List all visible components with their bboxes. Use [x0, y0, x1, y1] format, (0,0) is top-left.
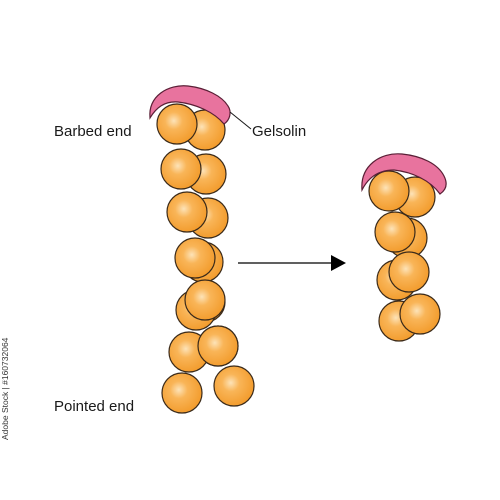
gelsolin-cap-short — [361, 153, 447, 195]
actin-subunit — [184, 279, 226, 321]
actin-subunit — [213, 365, 255, 407]
gelsolin-leader-line — [229, 111, 252, 130]
pointed-end-label: Pointed end — [54, 398, 135, 415]
actin-subunit — [197, 325, 239, 367]
actin-subunit — [161, 372, 203, 414]
actin-subunit — [174, 237, 216, 279]
barbed-end-label: Barbed end — [54, 123, 132, 140]
stock-id-text: Adobe Stock | #160732064 — [0, 337, 10, 440]
actin-subunit — [374, 211, 416, 253]
actin-subunit — [160, 148, 202, 190]
actin-subunit — [399, 293, 441, 335]
short-actin-filament — [368, 170, 441, 342]
actin-subunit — [156, 103, 198, 145]
gelsolin-label: Gelsolin — [252, 123, 307, 140]
actin-subunit — [166, 191, 208, 233]
actin-subunit — [368, 170, 410, 212]
arrow — [238, 255, 346, 271]
arrow-head — [331, 255, 346, 271]
gelsolin-cap-long — [149, 85, 231, 125]
actin-subunit — [388, 251, 430, 293]
long-actin-filament — [156, 103, 255, 414]
